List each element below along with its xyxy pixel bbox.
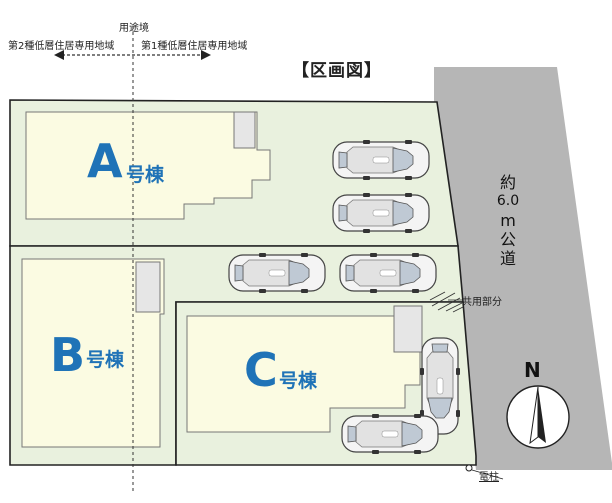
car-1 bbox=[332, 139, 430, 181]
utility-pole-label: 電柱 bbox=[479, 472, 499, 483]
shared-area-hatch bbox=[429, 291, 464, 313]
road bbox=[434, 67, 612, 470]
building-c-porch bbox=[393, 305, 423, 353]
road-label: 約 6.0 m 公 道 bbox=[496, 173, 520, 268]
car-6 bbox=[341, 413, 439, 455]
lot-b-letter: B bbox=[50, 328, 86, 382]
lot-a-suffix: 号棟 bbox=[126, 164, 165, 186]
zoning-arrows bbox=[54, 50, 211, 60]
page-title: 【区画図】 bbox=[292, 61, 382, 81]
road-char-1: 約 bbox=[499, 173, 516, 192]
north-arrow-icon bbox=[506, 385, 570, 449]
road-char-3: m bbox=[500, 211, 516, 230]
zoning-heading: 用途境 bbox=[119, 23, 149, 34]
utility-pole-icon bbox=[465, 464, 473, 472]
north-label: N bbox=[524, 358, 541, 382]
zoning-left-label: 第2種低層住居専用地域 bbox=[8, 41, 115, 52]
road-char-2: 6.0 bbox=[496, 193, 520, 209]
car-4 bbox=[339, 252, 437, 294]
building-a-porch bbox=[233, 111, 256, 149]
utility-pole-leader bbox=[471, 469, 504, 480]
building-a bbox=[25, 111, 271, 220]
shared-area-label: 共用部分 bbox=[462, 297, 502, 308]
lot-c-letter: C bbox=[244, 343, 278, 397]
car-2 bbox=[332, 192, 430, 234]
road-char-4: 公 bbox=[499, 230, 516, 249]
road-char-5: 道 bbox=[499, 249, 516, 268]
zoning-right-label: 第1種低層住居専用地域 bbox=[141, 41, 248, 52]
lot-c-suffix: 号棟 bbox=[279, 370, 318, 392]
lot-a-letter: A bbox=[87, 134, 123, 188]
lot-b-suffix: 号棟 bbox=[86, 349, 125, 371]
building-b-porch bbox=[135, 261, 161, 313]
building-b bbox=[21, 258, 165, 448]
car-3 bbox=[228, 252, 326, 294]
